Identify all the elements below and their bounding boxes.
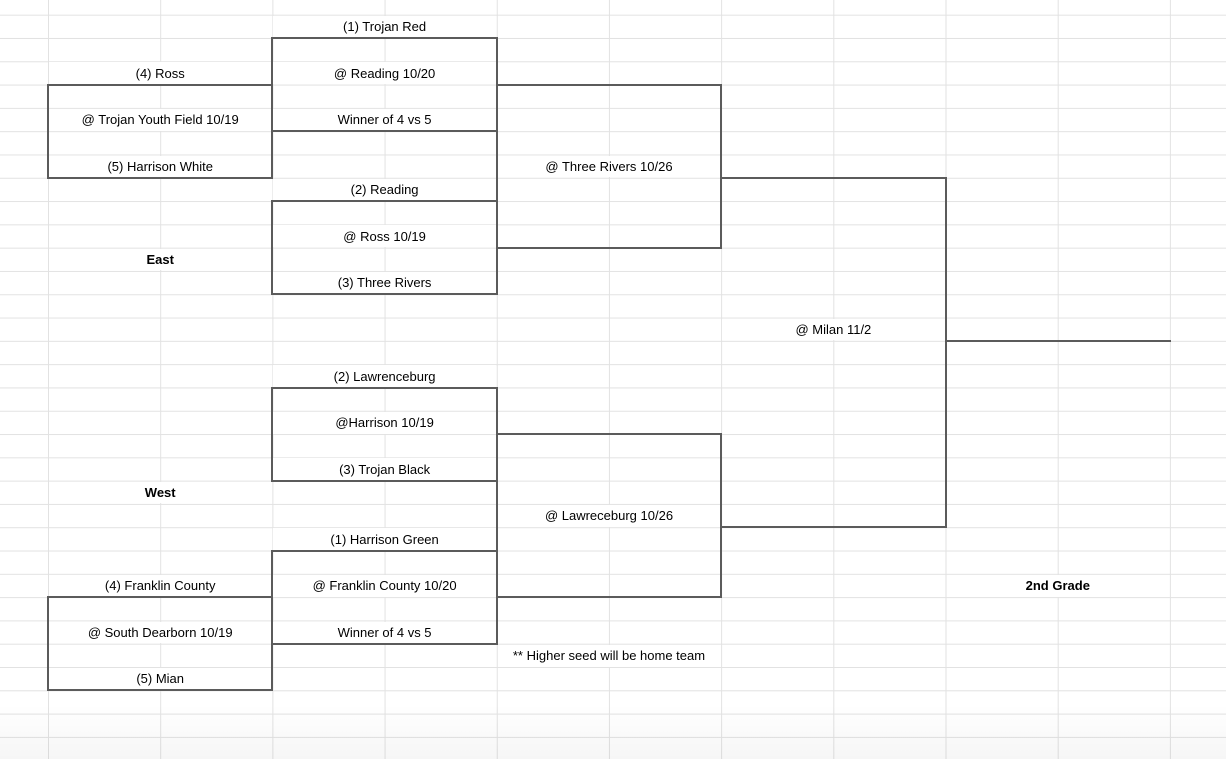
bracket-frame-championship <box>720 176 947 529</box>
cell-grade-label[interactable]: 2nd Grade <box>946 574 1169 597</box>
cell-west-seed1[interactable]: (1) Harrison Green <box>273 528 496 551</box>
cell-east-semi1-location[interactable]: @ Reading 10/20 <box>273 62 496 85</box>
cell-east-seed3[interactable]: (3) Three Rivers <box>273 272 496 294</box>
cell-east-seed4[interactable]: (4) Ross <box>49 62 272 85</box>
cell-east-seed1[interactable]: (1) Trojan Red <box>273 15 496 38</box>
cell-west-semi2-winner-slot[interactable]: Winner of 4 vs 5 <box>273 621 496 644</box>
region-label-east[interactable]: East <box>49 248 272 271</box>
cell-east-semi1-winner-slot[interactable]: Winner of 4 vs 5 <box>273 108 496 131</box>
cell-east-playin-location[interactable]: @ Trojan Youth Field 10/19 <box>49 108 272 131</box>
cell-west-seed5[interactable]: (5) Mian <box>49 668 272 690</box>
cell-west-semi2-location[interactable]: @ Franklin County 10/20 <box>273 574 496 597</box>
cell-west-playin-location[interactable]: @ South Dearborn 10/19 <box>49 621 272 644</box>
cell-east-seed5[interactable]: (5) Harrison White <box>49 155 272 178</box>
cell-west-seed2[interactable]: (2) Lawrenceburg <box>273 365 496 387</box>
bracket-line-champion <box>944 339 1171 342</box>
cell-west-seed3[interactable]: (3) Trojan Black <box>273 458 496 481</box>
cell-west-semi1-location[interactable]: @Harrison 10/19 <box>273 411 496 434</box>
cell-east-semi2-location[interactable]: @ Ross 10/19 <box>273 225 496 248</box>
cell-east-final-location[interactable]: @ Three Rivers 10/26 <box>497 155 721 178</box>
cell-west-seed4[interactable]: (4) Franklin County <box>49 574 272 597</box>
cell-west-final-location[interactable]: @ Lawreceburg 10/26 <box>497 505 721 527</box>
bottom-scroll-fade <box>0 704 1226 759</box>
region-label-west[interactable]: West <box>49 481 272 504</box>
cell-footnote[interactable]: ** Higher seed will be home team <box>497 644 721 667</box>
cell-east-seed2[interactable]: (2) Reading <box>273 178 496 201</box>
cell-championship-location[interactable]: @ Milan 11/2 <box>722 318 945 341</box>
